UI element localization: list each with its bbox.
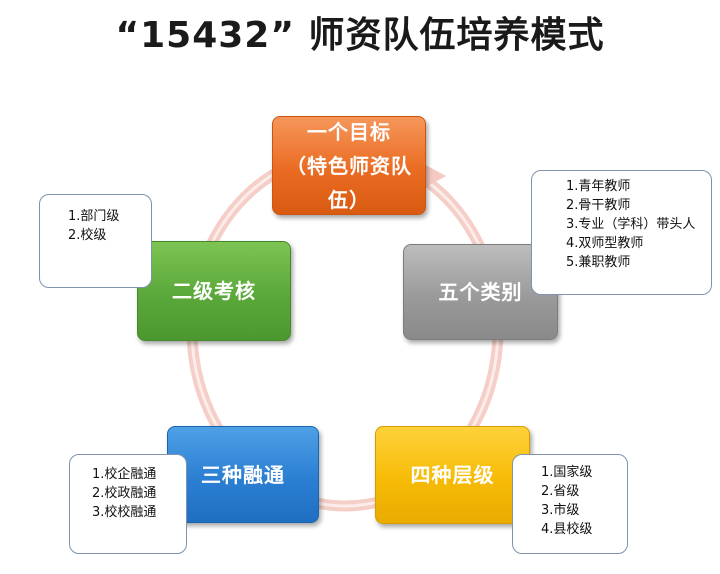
node-goal-title: 一个目标 — [307, 119, 391, 144]
cycle-arrow-head — [420, 162, 446, 188]
node-level-label: 四种层级 — [410, 463, 495, 487]
note-category: 1.青年教师 2.骨干教师 3.专业（学科）带头人 4.双师型教师 5.兼职教师 — [531, 170, 712, 295]
note-item: 1.国家级 — [541, 465, 593, 480]
note-item: 1.部门级 — [68, 209, 120, 224]
note-item: 5.兼职教师 — [566, 255, 631, 270]
node-assess-label: 二级考核 — [172, 279, 256, 303]
note-item: 2.校政融通 — [92, 486, 157, 501]
note-item: 3.校校融通 — [92, 505, 157, 520]
note-assess: 1.部门级 2.校级 — [39, 194, 152, 288]
note-item: 4.县校级 — [541, 522, 593, 537]
note-item: 2.骨干教师 — [566, 198, 631, 213]
node-goal: 一个目标 （特色师资队伍） — [272, 116, 426, 215]
note-item: 1.青年教师 — [566, 179, 631, 194]
node-fusion: 三种融通 — [167, 426, 319, 523]
node-fusion-label: 三种融通 — [201, 462, 285, 487]
note-fusion: 1.校企融通 2.校政融通 3.校校融通 — [69, 454, 187, 554]
note-item: 4.双师型教师 — [566, 236, 644, 251]
node-category-label: 五个类别 — [438, 280, 523, 304]
node-goal-subtitle: （特色师资队伍） — [286, 153, 412, 212]
note-item: 3.专业（学科）带头人 — [566, 217, 696, 232]
note-item: 1.校企融通 — [92, 467, 157, 482]
page-title: “15432” 师资队伍培养模式 — [115, 15, 605, 56]
note-item: 3.市级 — [541, 503, 580, 518]
note-level: 1.国家级 2.省级 3.市级 4.县校级 — [512, 454, 628, 554]
node-level: 四种层级 — [375, 426, 530, 524]
node-assess: 二级考核 — [137, 241, 291, 341]
note-item: 2.省级 — [541, 484, 580, 499]
note-item: 2.校级 — [68, 228, 107, 243]
